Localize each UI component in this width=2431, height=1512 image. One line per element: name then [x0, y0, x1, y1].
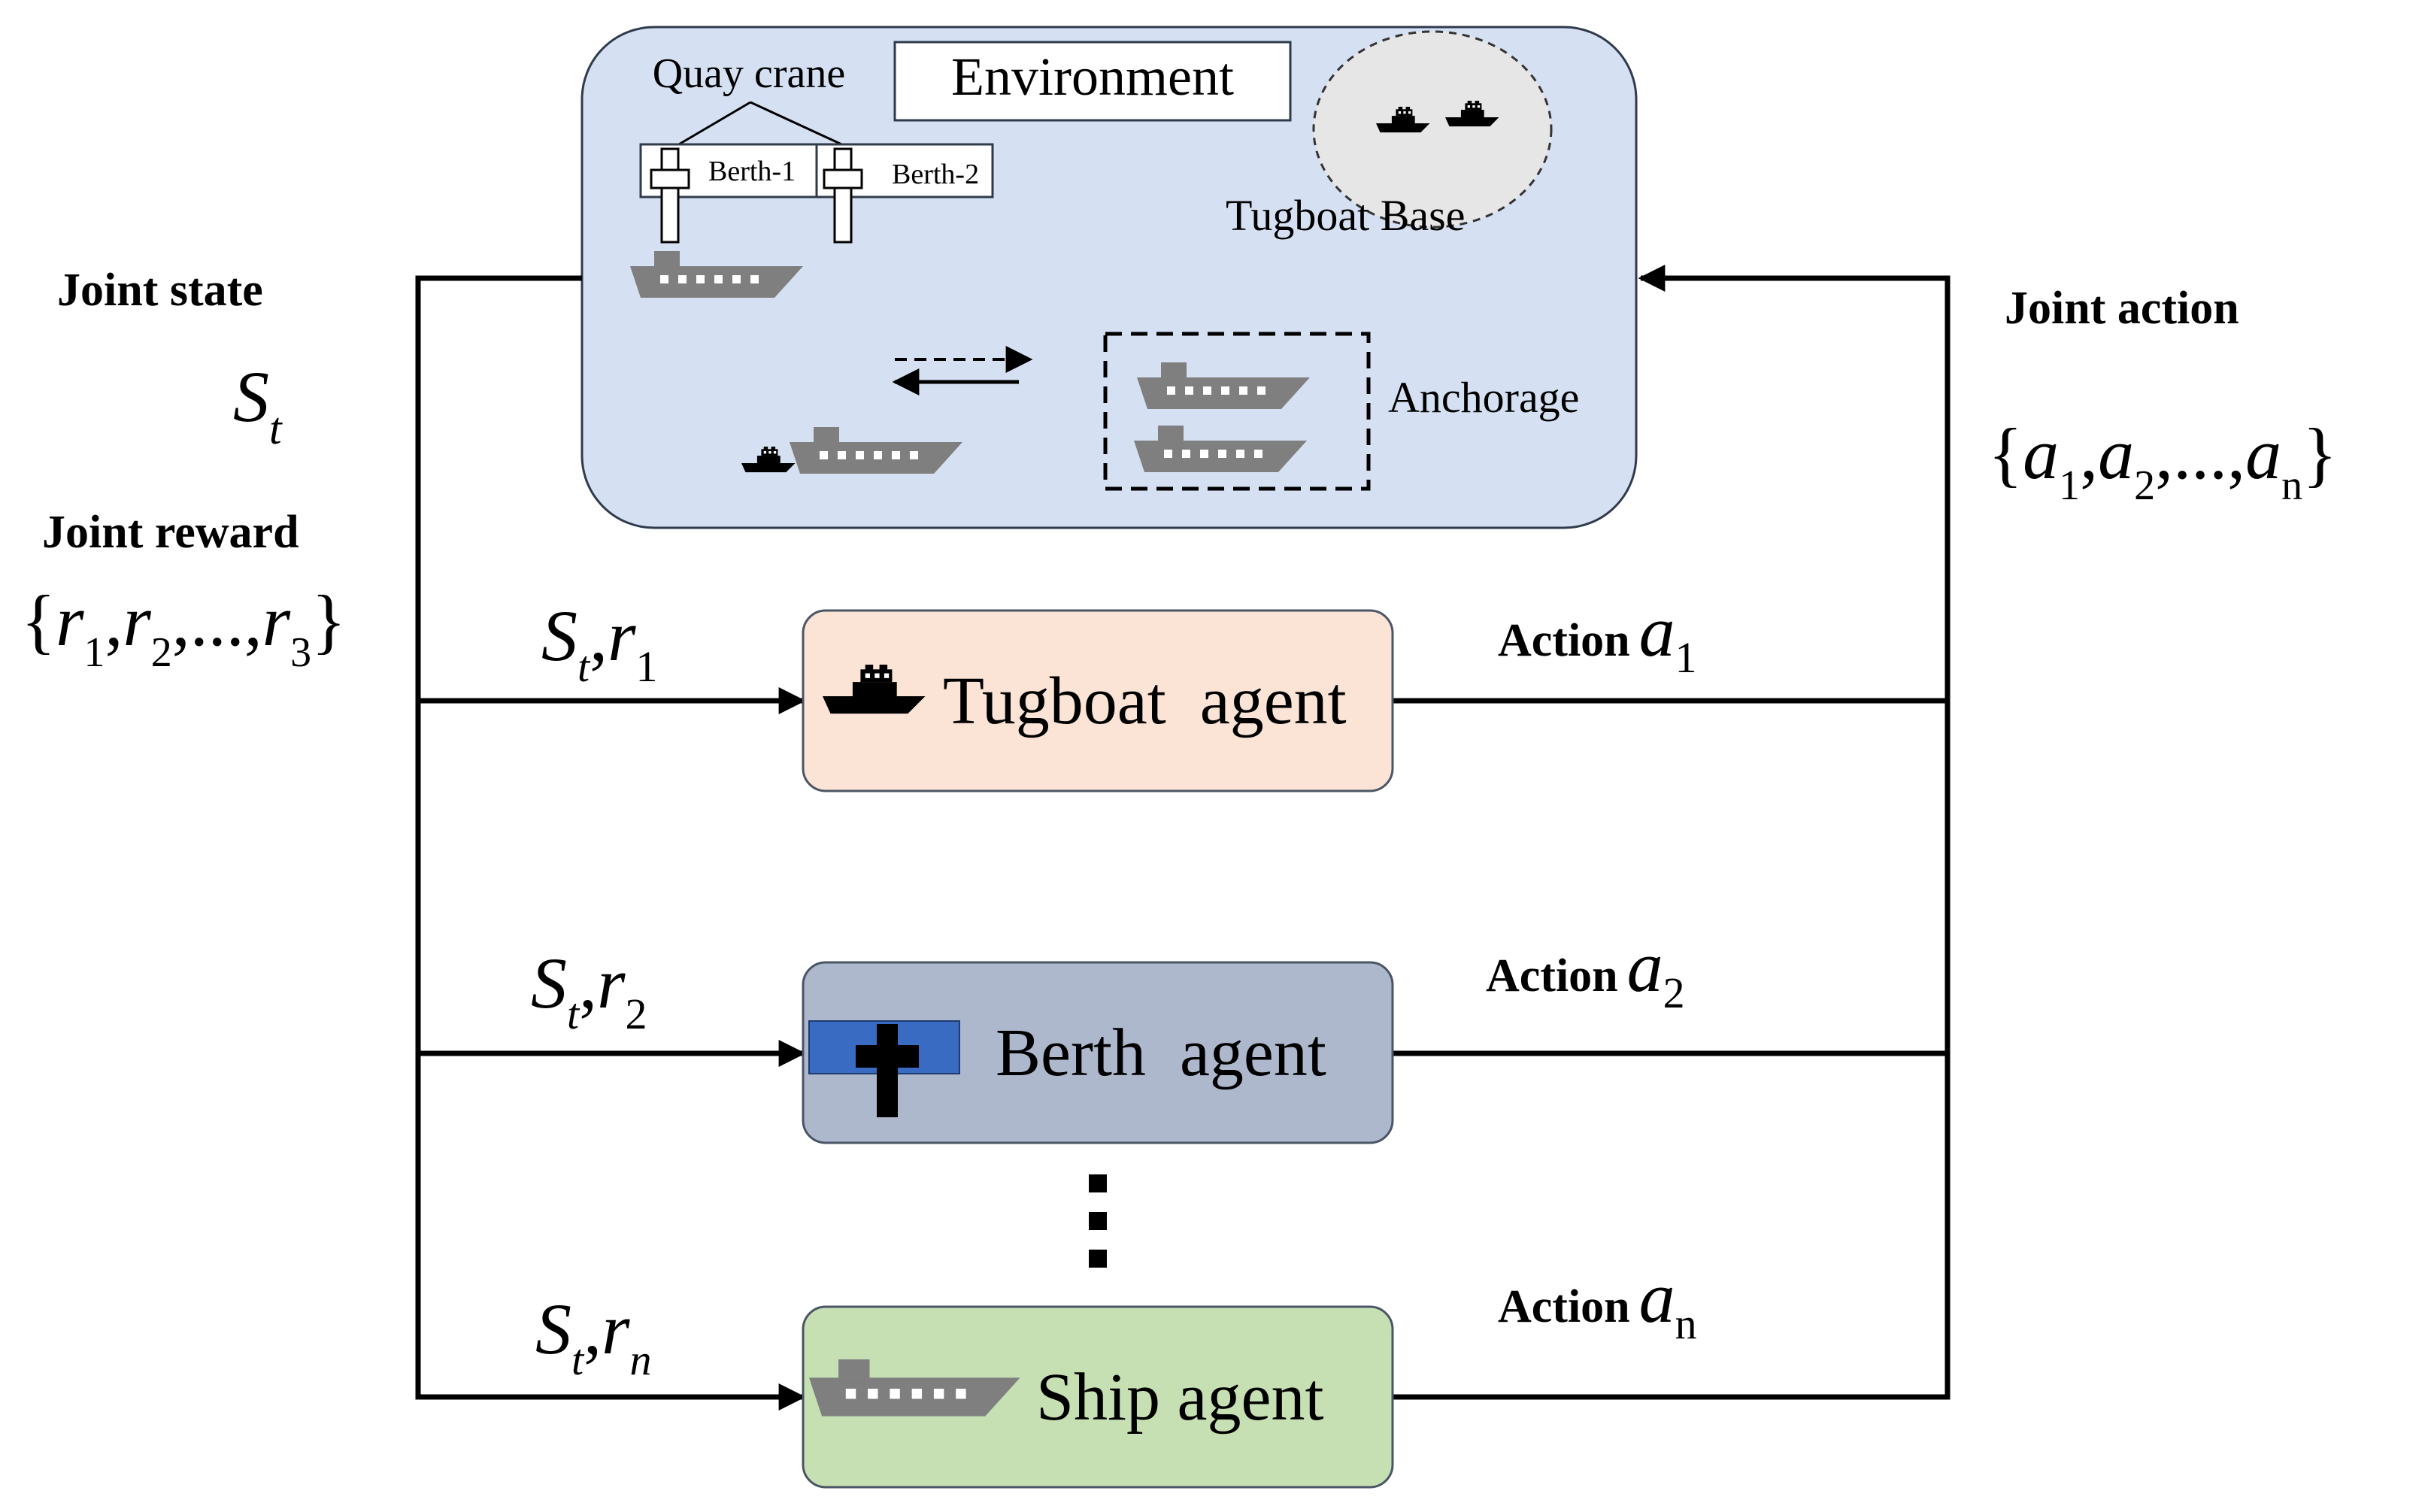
ship-agent-box — [802, 1305, 1394, 1489]
tugboat-agent-label: Tugboat agent — [943, 664, 1347, 738]
berth-agent-box — [802, 961, 1394, 1144]
tugboat-agent: Tugboat agent — [802, 609, 1394, 792]
berth-2-label: Berth-2 — [892, 159, 979, 190]
joint-action-line — [1393, 265, 1951, 1400]
tugboat-agent-input: St,r1 — [541, 595, 657, 691]
berth-agent: Berth agent — [802, 961, 1394, 1144]
joint-action-set: {a1,a2,...,an} — [1988, 414, 2337, 509]
ship-agent: Ship agent — [802, 1305, 1394, 1489]
joint-state-label: Joint state — [57, 265, 263, 316]
berth-agent-label: Berth agent — [996, 1016, 1326, 1090]
tugboat-base-label: Tugboat Base — [1226, 191, 1466, 240]
joint-action-label: Joint action — [2005, 283, 2239, 334]
joint-reward-set: {r1,r2,...,r3} — [21, 580, 346, 676]
environment-title-box — [893, 41, 1292, 122]
anchorage-label: Anchorage — [1388, 373, 1579, 422]
ship-agent-input: St,rn — [535, 1289, 651, 1384]
ship-agent-label: Ship agent — [1036, 1360, 1323, 1435]
crane-connector-1 — [673, 101, 751, 149]
berth-agent-input: St,r2 — [531, 943, 647, 1038]
quay-crane-label: Quay crane — [653, 50, 846, 97]
state-line-ship — [415, 275, 806, 1410]
tugboat-base-area — [1312, 30, 1553, 229]
berth-1-label: Berth-1 — [708, 156, 796, 187]
joint-reward-label: Joint reward — [42, 507, 299, 558]
feedback-lines — [415, 265, 1951, 1410]
joint-state-symbol: St — [233, 356, 283, 453]
anchorage-area — [1103, 332, 1371, 491]
environment-panel: Environment Quay crane Berth-1 Berth-2 T… — [580, 26, 1638, 529]
environment-title: Environment — [951, 47, 1234, 107]
tugboat-agent-box — [802, 609, 1394, 792]
berth-crane-icon — [808, 1020, 960, 1117]
more-agents-ellipsis — [1089, 1174, 1107, 1268]
crane-connector-2 — [750, 101, 849, 149]
